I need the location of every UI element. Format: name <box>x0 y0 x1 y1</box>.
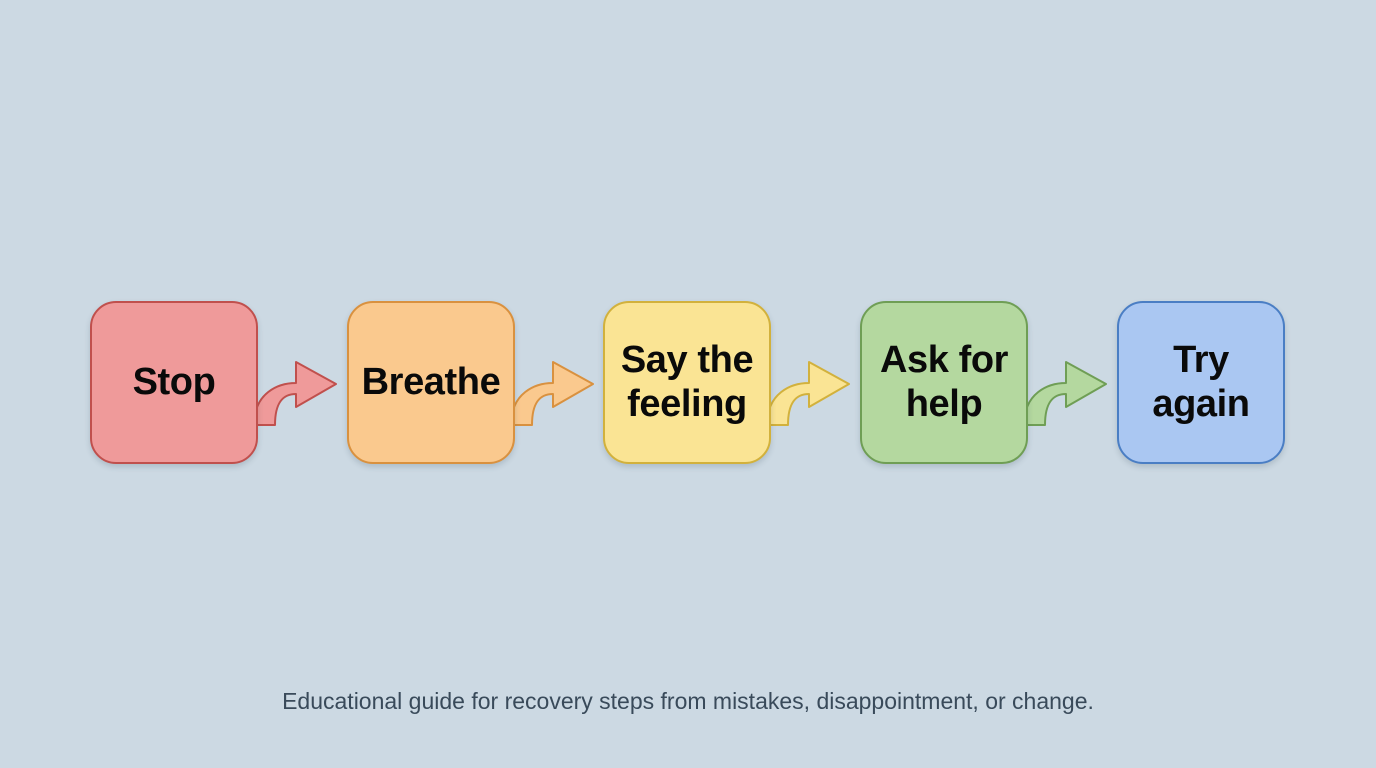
flow-step-3[interactable]: Say the feeling <box>603 301 771 464</box>
flow-step-label: Try again <box>1152 339 1250 425</box>
flow-steps-row: Stop Breathe Say the feeling Ask for help Tr… <box>0 301 1376 466</box>
flow-step-label: Breathe <box>361 360 501 403</box>
flow-step-5[interactable]: Try again <box>1117 301 1285 464</box>
diagram-caption: Educational guide for recovery steps fro… <box>282 688 1094 714</box>
flow-step-label: Ask for help <box>879 339 1009 425</box>
flow-step-2[interactable]: Breathe <box>347 301 515 464</box>
flow-step-1[interactable]: Stop <box>90 301 258 464</box>
flow-step-label: Stop <box>132 360 216 403</box>
flow-step-4[interactable]: Ask for help <box>860 301 1028 464</box>
flow-step-label: Say the feeling <box>620 339 754 425</box>
